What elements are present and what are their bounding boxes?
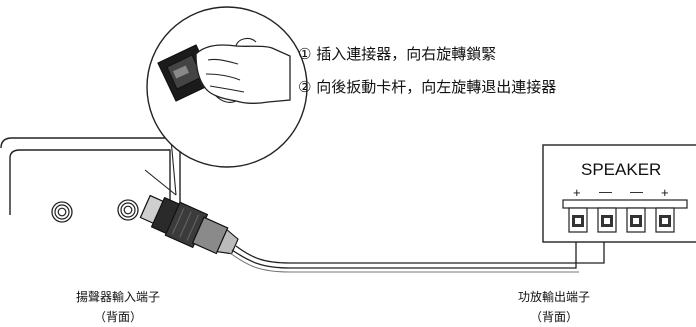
speaker-panel-title: SPEAKER (581, 160, 662, 179)
amplifier-terminals (568, 207, 675, 233)
polarity-mark-3: — (630, 184, 643, 199)
input-socket-left (51, 201, 73, 223)
speaker-cable (229, 222, 605, 273)
terminal-1 (568, 207, 588, 233)
hand-connector-illustration (157, 37, 291, 105)
caption-amplifier-output: 功放輸出端子 （背面） (502, 287, 606, 327)
input-socket-right (117, 199, 139, 221)
polarity-mark-4: + (661, 185, 669, 200)
terminal-2 (597, 207, 617, 233)
terminal-4 (655, 207, 675, 233)
caption-amplifier-output-line2: （背面） (529, 310, 578, 324)
instruction-step-2: ② 向後扳動卡杆，向左旋轉退出連接器 (298, 78, 557, 96)
caption-speaker-input-line1: 揚聲器輸入端子 (75, 290, 160, 304)
caption-amplifier-output-line1: 功放輸出端子 (517, 290, 590, 304)
speakon-plug (139, 194, 239, 255)
polarity-mark-1: + (573, 185, 581, 200)
polarity-mark-2: — (599, 184, 612, 199)
caption-speaker-input-line2: （背面） (93, 310, 142, 324)
caption-speaker-input: 揚聲器輸入端子 （背面） (62, 287, 174, 327)
speaker-back-panel (0, 137, 181, 215)
instruction-step-1: ① 插入連接器，向右旋轉鎖緊 (298, 45, 497, 63)
terminal-3 (626, 207, 646, 233)
